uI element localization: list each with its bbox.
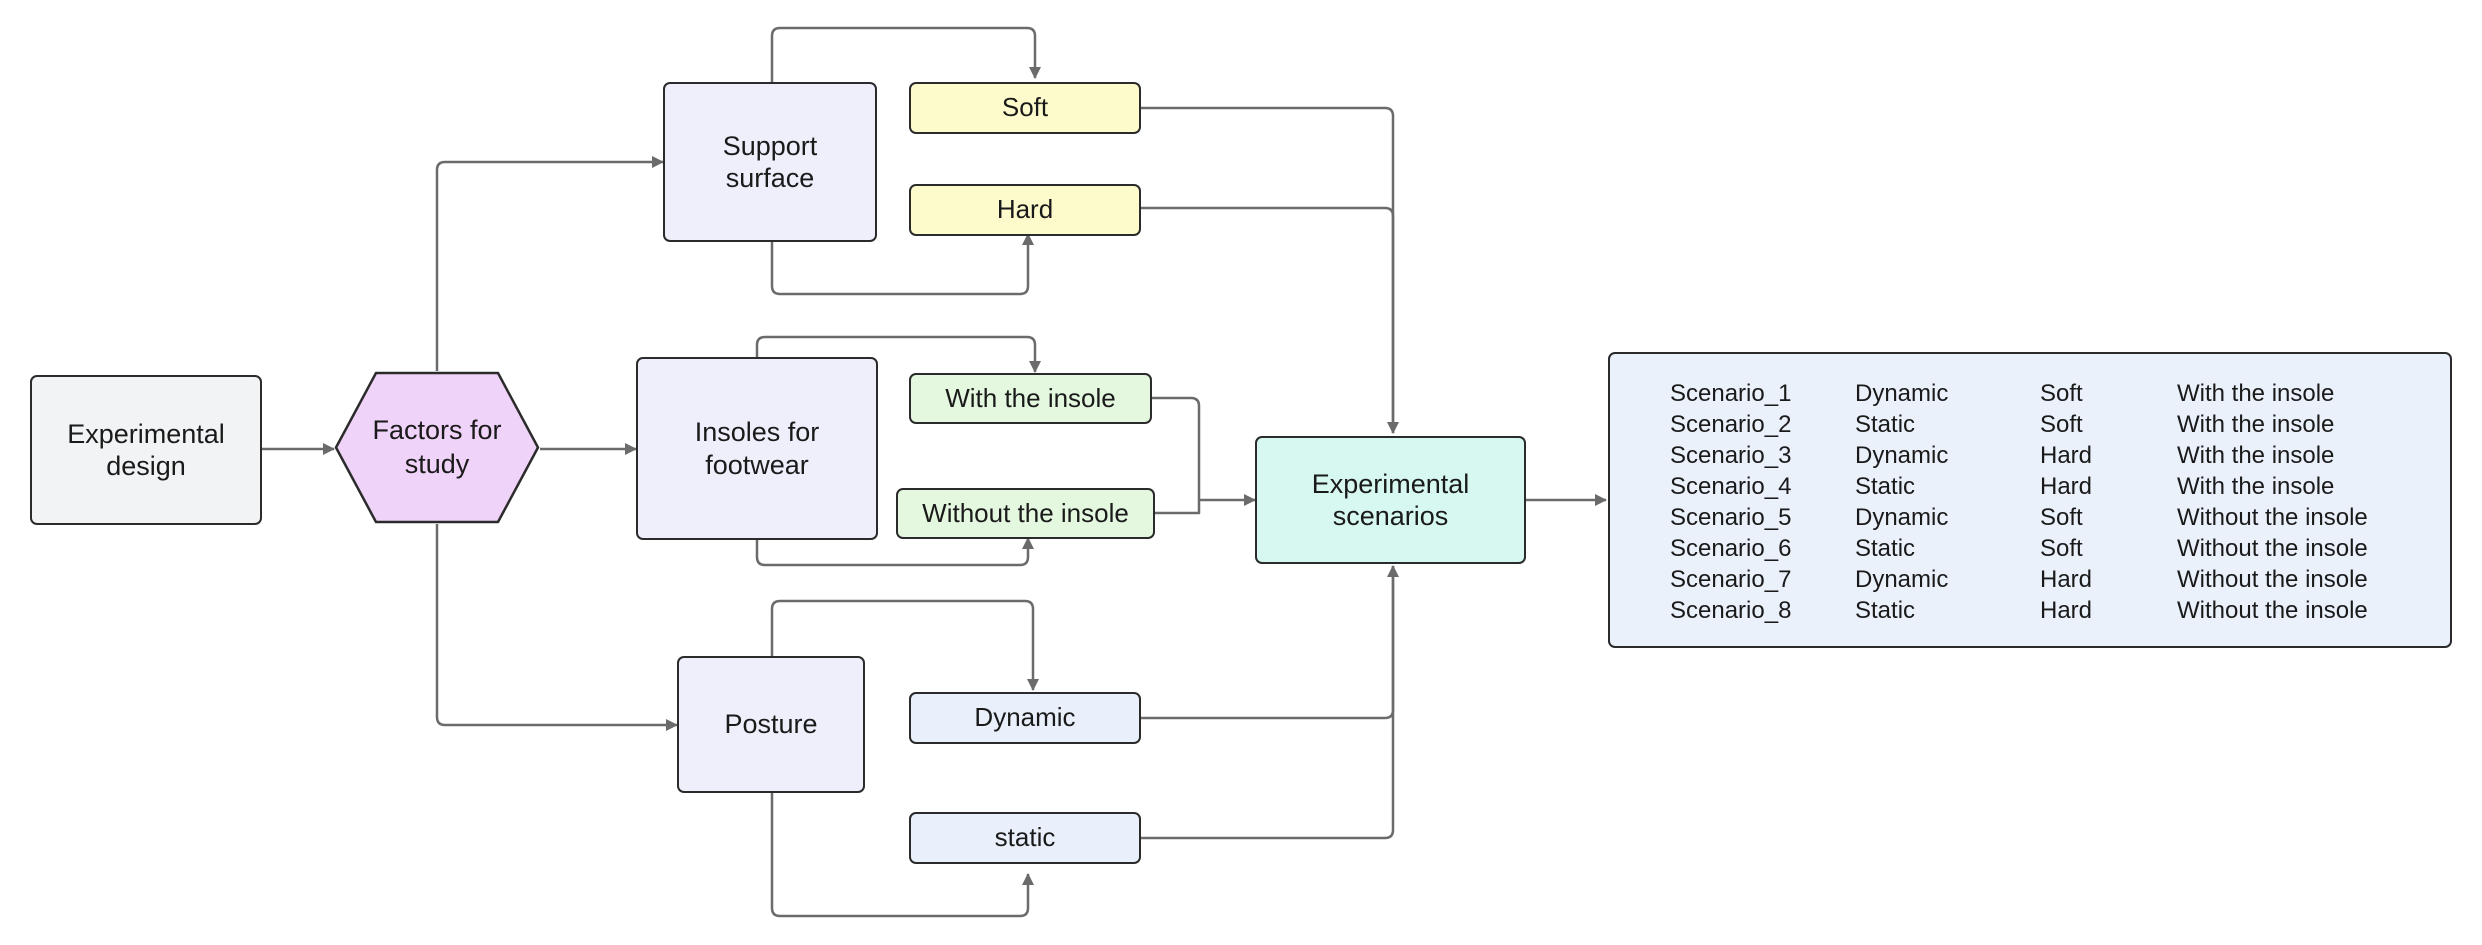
connector-insoles-to-with xyxy=(755,335,1041,373)
dynamic-option-node: Dynamic xyxy=(909,692,1141,744)
posture-node: Posture xyxy=(677,656,865,793)
connector-support-to-soft xyxy=(770,26,1041,82)
scenario-surface: Soft xyxy=(2040,535,2083,562)
scenario-surface: Soft xyxy=(2040,504,2083,531)
scenario-name: Scenario_4 xyxy=(1670,473,1792,500)
connector-without-to-scenarios xyxy=(1155,500,1201,515)
support-surface-node: Support surface xyxy=(663,82,877,242)
factors-for-study-label: Factors for study xyxy=(372,414,502,479)
scenario-insole: With the insole xyxy=(2177,442,2335,469)
static-option-label: static xyxy=(994,822,1056,853)
connector-posture-to-dynamic xyxy=(770,599,1039,691)
hexagon-shape xyxy=(334,371,540,524)
experimental-design-label: Experimental design xyxy=(67,418,225,481)
scenario-table: Scenario_1 Dynamic Soft With the insole … xyxy=(1608,352,2452,648)
support-surface-label: Support surface xyxy=(722,130,818,193)
insoles-for-footwear-node: Insoles for footwear xyxy=(636,357,878,540)
scenario-posture: Dynamic xyxy=(1855,504,1949,531)
scenario-name: Scenario_1 xyxy=(1670,380,1792,407)
scenario-surface: Soft xyxy=(2040,411,2083,438)
scenario-posture: Static xyxy=(1855,411,1916,438)
scenario-insole: Without the insole xyxy=(2177,504,2368,531)
connector-with-to-scenarios xyxy=(1152,396,1256,506)
connector-dynamic-to-scenarios xyxy=(1141,565,1399,720)
connector-support-to-hard xyxy=(770,233,1034,296)
scenario-posture: Static xyxy=(1855,535,1916,562)
insoles-for-footwear-label: Insoles for footwear xyxy=(694,417,820,480)
hard-option-label: Hard xyxy=(996,194,1054,225)
soft-option-label: Soft xyxy=(1001,92,1049,123)
scenario-name: Scenario_2 xyxy=(1670,411,1792,438)
soft-option-node: Soft xyxy=(909,82,1141,134)
factors-for-study-node: Factors for study xyxy=(334,371,540,524)
scenario-surface: Hard xyxy=(2040,442,2093,469)
scenario-name: Scenario_8 xyxy=(1670,597,1792,624)
with-insole-option-node: With the insole xyxy=(909,373,1152,424)
experimental-scenarios-label: Experimental scenarios xyxy=(1311,468,1470,531)
experimental-design-node: Experimental design xyxy=(30,375,262,525)
scenario-name: Scenario_3 xyxy=(1670,442,1792,469)
connector-factors-to-support xyxy=(435,156,664,371)
connector-posture-to-static xyxy=(770,793,1034,918)
without-insole-option-node: Without the insole xyxy=(896,488,1155,539)
connector-factors-to-posture xyxy=(435,524,678,731)
scenario-insole: Without the insole xyxy=(2177,566,2368,593)
scenario-insole: With the insole xyxy=(2177,473,2335,500)
scenario-posture: Dynamic xyxy=(1855,380,1949,407)
scenario-surface: Soft xyxy=(2040,380,2083,407)
connector-hard-to-scenarios xyxy=(1141,206,1395,433)
dynamic-option-label: Dynamic xyxy=(974,702,1076,733)
scenario-posture: Static xyxy=(1855,597,1916,624)
with-insole-option-label: With the insole xyxy=(945,382,1116,413)
scenario-insole: With the insole xyxy=(2177,380,2335,407)
static-option-node: static xyxy=(909,812,1141,864)
connector-insoles-to-without xyxy=(755,537,1034,567)
scenario-surface: Hard xyxy=(2040,597,2093,624)
scenario-posture: Dynamic xyxy=(1855,442,1949,469)
scenario-name: Scenario_6 xyxy=(1670,535,1792,562)
scenario-insole: Without the insole xyxy=(2177,535,2368,562)
scenario-surface: Hard xyxy=(2040,566,2093,593)
hard-option-node: Hard xyxy=(909,184,1141,236)
scenario-insole: With the insole xyxy=(2177,411,2335,438)
posture-label: Posture xyxy=(724,709,818,740)
connector-soft-to-scenarios xyxy=(1141,106,1399,434)
scenario-insole: Without the insole xyxy=(2177,597,2368,624)
scenario-posture: Dynamic xyxy=(1855,566,1949,593)
without-insole-option-label: Without the insole xyxy=(922,497,1129,528)
experimental-scenarios-node: Experimental scenarios xyxy=(1255,436,1526,564)
connector-static-to-scenarios xyxy=(1141,566,1395,840)
scenario-posture: Static xyxy=(1855,473,1916,500)
scenario-name: Scenario_7 xyxy=(1670,566,1792,593)
scenario-name: Scenario_5 xyxy=(1670,504,1792,531)
scenario-surface: Hard xyxy=(2040,473,2093,500)
